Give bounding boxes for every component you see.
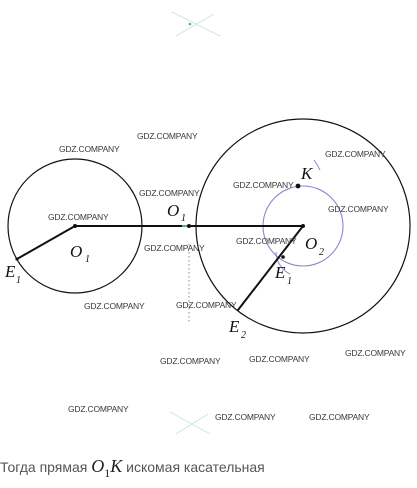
- caption-var-o: O: [91, 456, 105, 476]
- point-labels: O 1 O 1 O 2 K E 1 E 1 E 2: [4, 164, 324, 341]
- watermark: GDZ.COMPANY: [137, 131, 198, 141]
- watermark: GDZ.COMPANY: [233, 180, 294, 190]
- point-o2: [301, 224, 305, 228]
- label-o1-mid-sub: 1: [181, 213, 186, 224]
- label-e1: E: [4, 262, 16, 281]
- watermark: GDZ.COMPANY: [176, 300, 237, 310]
- watermark: GDZ.COMPANY: [68, 404, 129, 414]
- arc-auxiliary-e: [275, 251, 291, 275]
- watermark: GDZ.COMPANY: [345, 348, 406, 358]
- label-o1-mid: O: [167, 201, 179, 220]
- caption-var-k: K: [110, 456, 123, 476]
- construction-marks: [169, 11, 221, 435]
- watermark: GDZ.COMPANY: [144, 243, 205, 253]
- watermark: GDZ.COMPANY: [215, 412, 276, 422]
- label-e2: E: [228, 317, 240, 336]
- segment-o2-e2: [237, 225, 304, 311]
- watermarks: GDZ.COMPANY GDZ.COMPANY GDZ.COMPANY GDZ.…: [48, 131, 406, 422]
- caption-var-sub: 1: [104, 466, 111, 480]
- label-o2: O: [305, 234, 317, 253]
- point-o1: [73, 224, 77, 228]
- watermark: GDZ.COMPANY: [236, 236, 297, 246]
- point-o1-mid: [187, 224, 191, 228]
- watermark: GDZ.COMPANY: [139, 188, 200, 198]
- caption-text-after: искомая касательная: [122, 459, 265, 475]
- label-o2-sub: 2: [319, 247, 324, 258]
- caption-text-before: Тогда прямая: [0, 459, 92, 475]
- label-o1: O: [70, 242, 82, 261]
- point-e1: [15, 257, 19, 261]
- watermark: GDZ.COMPANY: [59, 144, 120, 154]
- watermark: GDZ.COMPANY: [325, 149, 386, 159]
- watermark: GDZ.COMPANY: [249, 354, 310, 364]
- point-e1-inner: [281, 255, 285, 259]
- arc-auxiliary-k: [313, 159, 321, 171]
- label-e1-inner-sub: 1: [287, 276, 292, 287]
- label-e1-sub: 1: [16, 275, 21, 286]
- label-e2-sub: 2: [241, 330, 246, 341]
- watermark: GDZ.COMPANY: [48, 212, 109, 222]
- label-e1-inner: E: [274, 263, 286, 282]
- point-k: [295, 183, 301, 189]
- watermark: GDZ.COMPANY: [84, 301, 145, 311]
- caption: Тогда прямая O1K искомая касательная: [0, 456, 417, 484]
- construction-dot: [188, 22, 192, 26]
- watermark: GDZ.COMPANY: [328, 204, 389, 214]
- label-k: K: [300, 164, 314, 183]
- label-o1-sub: 1: [85, 254, 90, 265]
- watermark: GDZ.COMPANY: [160, 356, 221, 366]
- segment-o1-e1: [16, 225, 76, 260]
- watermark: GDZ.COMPANY: [309, 412, 370, 422]
